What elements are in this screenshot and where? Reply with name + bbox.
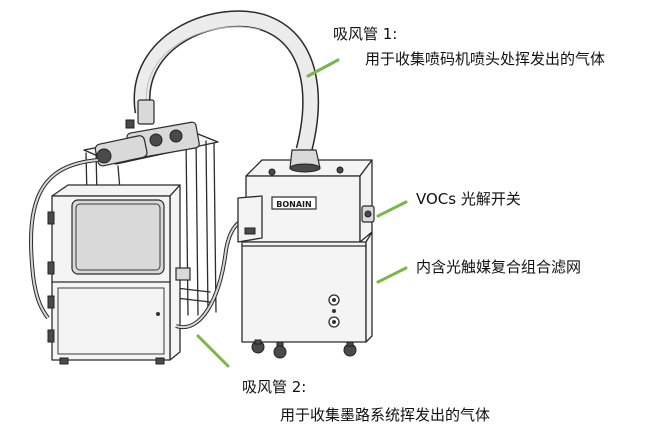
leader-lines [196,58,408,368]
leader-line-filter [376,266,408,284]
voc-switch-label: VOCs 光解开关 [416,190,521,208]
intake-pipe-2-title: 吸风管 2: [242,378,307,396]
filter-label: 内含光触媒复合组合滤网 [416,258,582,276]
print-head-assembly [94,99,200,167]
leader-line-voc-switch [376,200,408,218]
leader-line-intake-2 [196,334,230,368]
fume-extractor [237,149,375,359]
leader-line-intake-1 [306,58,340,78]
intake-pipe-1-desc: 用于收集喷码机喷头处挥发出的气体 [365,50,606,68]
brand-label: BONAIN [276,200,311,209]
brand-plate [271,196,317,210]
intake-hose-1 [133,10,320,153]
intake-pipe-2-desc: 用于收集墨路系统挥发出的气体 [280,406,491,424]
intake-pipe-1-title: 吸风管 1: [333,25,398,43]
printer-cabinet [47,184,191,365]
